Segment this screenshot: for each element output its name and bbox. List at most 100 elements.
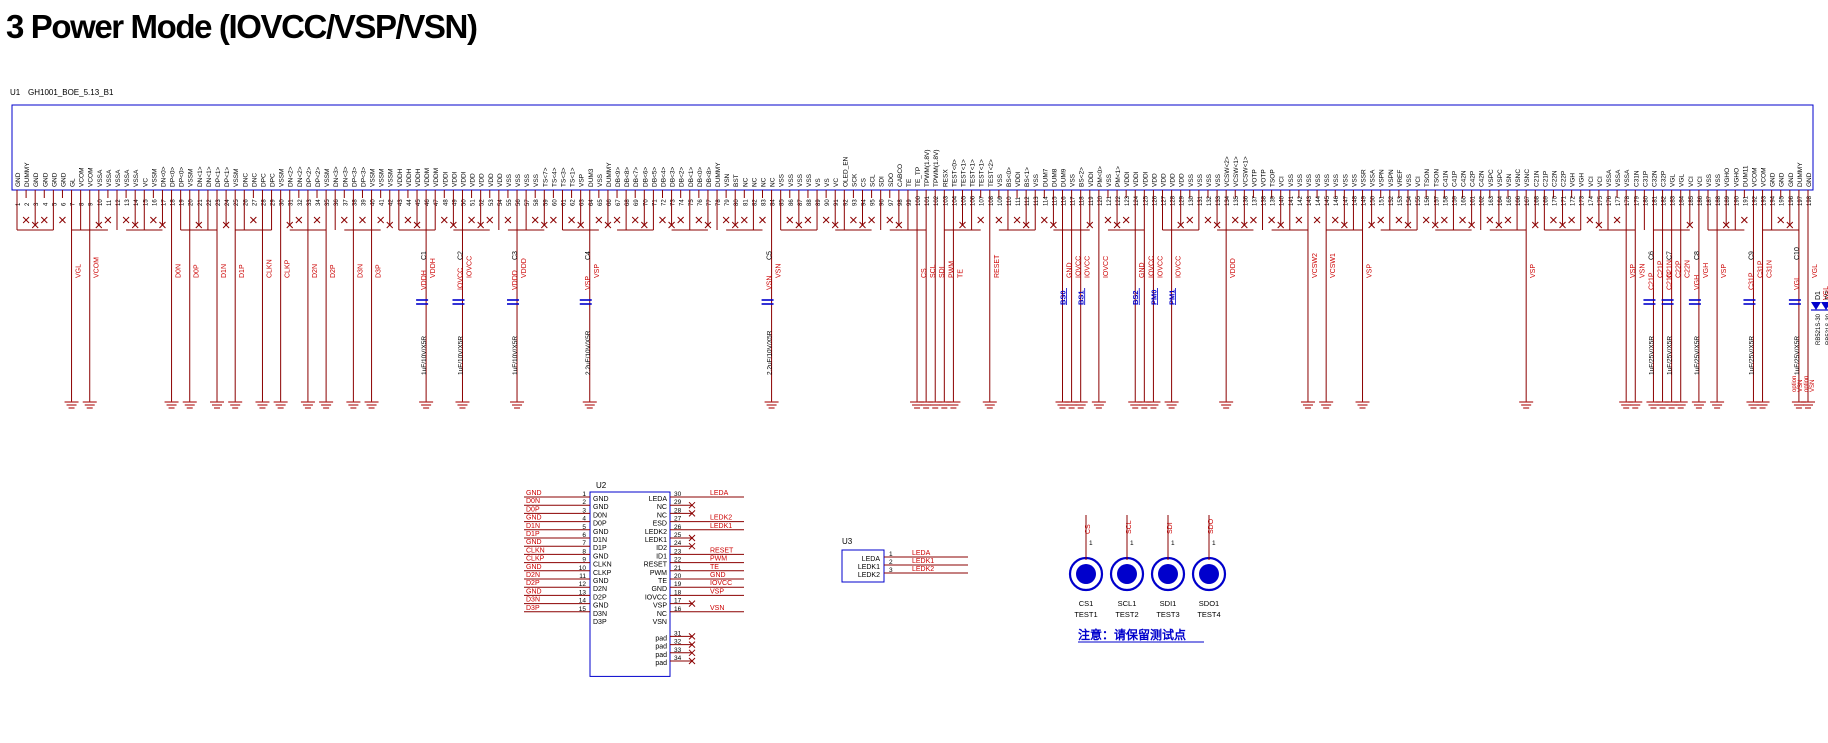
- ground-symbol: [455, 401, 470, 409]
- u1-pin-name: VSS: [1215, 173, 1222, 187]
- u2-pin-name: RESET: [644, 562, 668, 569]
- u1-no-connect: [1777, 216, 1785, 224]
- u1-no-connect: [195, 221, 203, 229]
- u1-pin-number: 141: [1289, 195, 1295, 206]
- u1-pin-number: 49: [452, 199, 458, 206]
- u1-pin-name: VOTP: [1261, 169, 1268, 187]
- u1-pin-number: 12: [116, 199, 122, 206]
- u1-pin-number: 122: [1116, 195, 1122, 206]
- ground-symbol: [346, 401, 361, 409]
- u2-pin-number: 30: [674, 491, 682, 498]
- u1-pin-name: VCOM: [79, 168, 86, 188]
- u1-pin-name: C22N: [1551, 170, 1558, 187]
- u1-pin-name: SDO: [888, 173, 895, 187]
- u1-pin-number: 97: [889, 199, 895, 206]
- test-point-pin: 1: [1089, 540, 1093, 547]
- u1-no-connect: [613, 216, 621, 224]
- capacitor-value: 2.2uF/10V/X5R: [585, 330, 592, 375]
- u1-no-connect: [995, 216, 1003, 224]
- u1-pin-name: SDI: [879, 176, 886, 187]
- u1-pin-number: 23: [216, 199, 222, 206]
- u1-pin-name: VCSW<1>: [1242, 156, 1249, 187]
- u1-pin-name: GND: [1806, 172, 1813, 187]
- u1-pin-number: 166: [1516, 195, 1522, 206]
- ground-symbol: [1355, 401, 1370, 409]
- capacitor-value: 1uF/10V/X5R: [457, 336, 464, 375]
- u1-no-connect: [104, 216, 112, 224]
- u1-pin-number: 120: [1098, 195, 1104, 206]
- u1-pin-name: VDDI: [1124, 171, 1131, 187]
- u1-pin-number: 62: [571, 199, 577, 206]
- u1-pin-number: 67: [616, 199, 622, 206]
- u1-pin-name: C32P: [1661, 171, 1668, 187]
- u1-pin-number: 149: [1362, 195, 1368, 206]
- u1-pin-number: 6: [61, 202, 67, 206]
- u1-no-connect: [1531, 221, 1539, 229]
- u1-pin-name: PM<1>: [1115, 166, 1122, 187]
- u1-pin-name: DB<8>: [624, 167, 631, 187]
- u1-pin-name: VREF: [1397, 170, 1404, 187]
- u1-no-connect: [1013, 216, 1021, 224]
- u2-pin-number: 23: [674, 548, 682, 555]
- u1-pin-number: 69: [634, 199, 640, 206]
- u1-no-connect: [786, 216, 794, 224]
- u1-pin-number: 115: [1052, 196, 1058, 206]
- u2-net-label: CLKN: [526, 547, 545, 554]
- u1-pin-name: VSPN: [1379, 169, 1386, 187]
- u1-pin-name: VC: [142, 178, 149, 187]
- u2-net-label: D2N: [526, 572, 540, 579]
- u1-pin-number: 42: [389, 199, 395, 206]
- u1-pin-name: VDD: [497, 173, 504, 187]
- u1-no-connect: [1495, 221, 1503, 229]
- u1-pin-name: VCSW<2>: [1224, 156, 1231, 187]
- u1-pin-name: DUM9: [1061, 168, 1068, 187]
- page-title: 3 Power Mode (IOVCC/VSP/VSN): [6, 8, 478, 45]
- u1-pin-number: 60: [552, 199, 558, 206]
- capacitor-net: IOVCC: [457, 268, 464, 290]
- u1-pin-number: 90: [825, 199, 831, 206]
- test-point-net: SCL: [1126, 520, 1133, 534]
- u1-pin-name: DB<2>: [679, 167, 686, 187]
- u1-pin-name: VSS: [788, 173, 795, 187]
- u1-pin-number: 82: [752, 199, 758, 206]
- u2-net-label: D2P: [526, 580, 540, 587]
- ground-symbol: [1073, 401, 1088, 409]
- u3-pin-name: LEDA: [862, 556, 881, 563]
- ground-symbol: [982, 401, 997, 409]
- u1-pin-number: 164: [1498, 195, 1504, 206]
- u1-pin-number: 53: [489, 199, 495, 206]
- u2-net-label: D1N: [526, 523, 540, 530]
- diode-ref: D1: [1815, 291, 1822, 300]
- test-point-note: 注意：请保留测试点: [1078, 627, 1186, 642]
- u1-net-label: GND: [1067, 262, 1074, 278]
- u1-no-connect: [1686, 221, 1694, 229]
- u1-pin-name: VSS: [779, 173, 786, 187]
- u2-pin-name: ESD: [653, 521, 667, 528]
- u1-pin-name: VSPN: [1388, 169, 1395, 187]
- u2-pin-name: GND: [593, 496, 609, 503]
- u2-pin-name: D1N: [593, 537, 607, 544]
- u1-no-connect: [1440, 216, 1448, 224]
- u1-no-connect: [595, 216, 603, 224]
- u1-net-label: SCL: [930, 264, 937, 278]
- u1-pin-name: VSS: [1206, 173, 1213, 187]
- u2-pin-name: ID1: [656, 553, 667, 560]
- u1-no-connect: [695, 216, 703, 224]
- u1-no-connect: [604, 221, 612, 229]
- u1-net-label: RESET: [994, 254, 1001, 278]
- capacitor-ref: C7: [1667, 251, 1674, 260]
- u1-pin-number: 131: [1198, 195, 1204, 206]
- u1-pin-name: VGH: [1579, 173, 1586, 187]
- u1-pin-name: VSSM: [233, 169, 240, 187]
- u1-pin-name: VSS: [806, 173, 813, 187]
- u1-no-connect: [859, 221, 866, 229]
- u1-pin-number: 66: [607, 199, 613, 206]
- u1-net-label: IOVCC: [1103, 256, 1110, 278]
- u1-pin-number: 92: [843, 199, 849, 206]
- u1-net-label: PWM: [948, 261, 955, 278]
- u2-pin-name: D3P: [593, 619, 607, 626]
- ground-symbol: [228, 401, 243, 409]
